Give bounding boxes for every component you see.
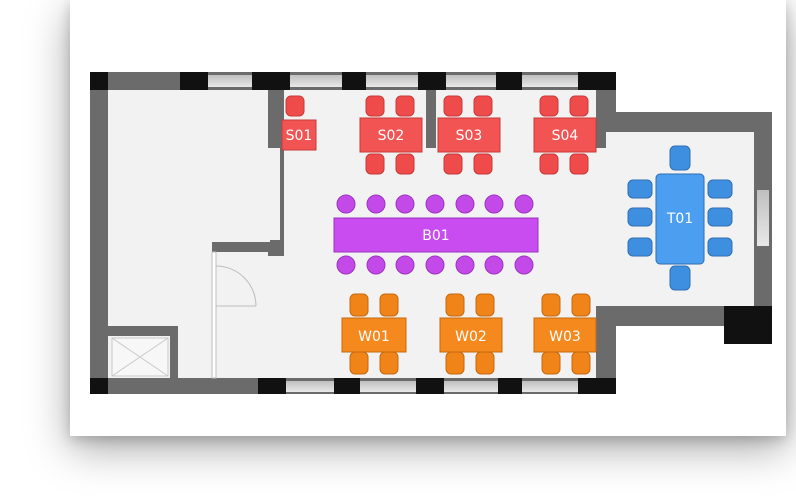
table-label: S04 (552, 128, 579, 144)
table-w02[interactable]: W02 (439, 293, 503, 375)
chair[interactable] (571, 293, 591, 317)
table-label: W02 (455, 329, 487, 345)
interior-walls (108, 90, 606, 378)
chair[interactable] (541, 351, 561, 375)
stool[interactable] (455, 194, 475, 214)
stool[interactable] (366, 255, 386, 275)
chair[interactable] (627, 207, 653, 227)
table-w01[interactable]: W01 (341, 293, 407, 375)
table-surface[interactable] (533, 117, 597, 153)
table-surface[interactable] (533, 317, 597, 353)
chair[interactable] (443, 95, 463, 117)
stool[interactable] (425, 255, 445, 275)
table-label: S01 (286, 128, 313, 144)
table-surface[interactable] (439, 317, 503, 353)
chair[interactable] (395, 153, 415, 175)
chair[interactable] (349, 293, 369, 317)
stool[interactable] (395, 255, 415, 275)
chair[interactable] (571, 351, 591, 375)
chair[interactable] (445, 351, 465, 375)
chair[interactable] (475, 351, 495, 375)
stool[interactable] (425, 194, 445, 214)
chair[interactable] (541, 293, 561, 317)
table-label: S02 (378, 128, 405, 144)
chair[interactable] (707, 179, 733, 199)
windows (208, 75, 769, 392)
table-label: B01 (422, 228, 449, 244)
stool[interactable] (514, 194, 534, 214)
stool[interactable] (455, 255, 475, 275)
chair[interactable] (539, 153, 559, 175)
stool[interactable] (366, 194, 386, 214)
table-surface[interactable] (655, 173, 705, 265)
chair[interactable] (395, 95, 415, 117)
stairwell-box (111, 337, 169, 377)
chair[interactable] (473, 153, 493, 175)
table-label: W01 (358, 329, 390, 345)
chair[interactable] (627, 237, 653, 257)
chair[interactable] (379, 351, 399, 375)
table-s03[interactable]: S03 (437, 95, 501, 175)
table-w03[interactable]: W03 (533, 293, 597, 375)
chair[interactable] (569, 153, 589, 175)
door (211, 251, 257, 379)
chair[interactable] (707, 207, 733, 227)
chair[interactable] (539, 95, 559, 117)
table-label: W03 (549, 329, 581, 345)
stool[interactable] (336, 194, 356, 214)
chair[interactable] (669, 145, 691, 171)
chair[interactable] (349, 351, 369, 375)
table-surface[interactable] (437, 117, 501, 153)
chair[interactable] (379, 293, 399, 317)
table-s01[interactable]: S01 (281, 95, 317, 151)
table-surface[interactable] (341, 317, 407, 353)
table-s02[interactable]: S02 (359, 95, 423, 175)
stool[interactable] (336, 255, 356, 275)
table-surface[interactable] (281, 119, 317, 151)
chair[interactable] (569, 95, 589, 117)
chair[interactable] (669, 265, 691, 291)
chair[interactable] (365, 95, 385, 117)
chair[interactable] (445, 293, 465, 317)
chair[interactable] (473, 95, 493, 117)
chair[interactable] (443, 153, 463, 175)
table-surface[interactable] (359, 117, 423, 153)
chair[interactable] (627, 179, 653, 199)
table-b01[interactable]: B01 (333, 194, 539, 275)
table-label: T01 (666, 211, 693, 227)
stool[interactable] (395, 194, 415, 214)
table-surface[interactable] (333, 217, 539, 253)
stool[interactable] (484, 255, 504, 275)
chair[interactable] (365, 153, 385, 175)
chair[interactable] (285, 95, 305, 117)
chair[interactable] (707, 237, 733, 257)
table-label: S03 (456, 128, 483, 144)
table-s04[interactable]: S04 (533, 95, 597, 175)
stool[interactable] (514, 255, 534, 275)
chair[interactable] (475, 293, 495, 317)
pillars (90, 72, 772, 394)
table-t01[interactable]: T01 (627, 145, 733, 291)
stool[interactable] (484, 194, 504, 214)
